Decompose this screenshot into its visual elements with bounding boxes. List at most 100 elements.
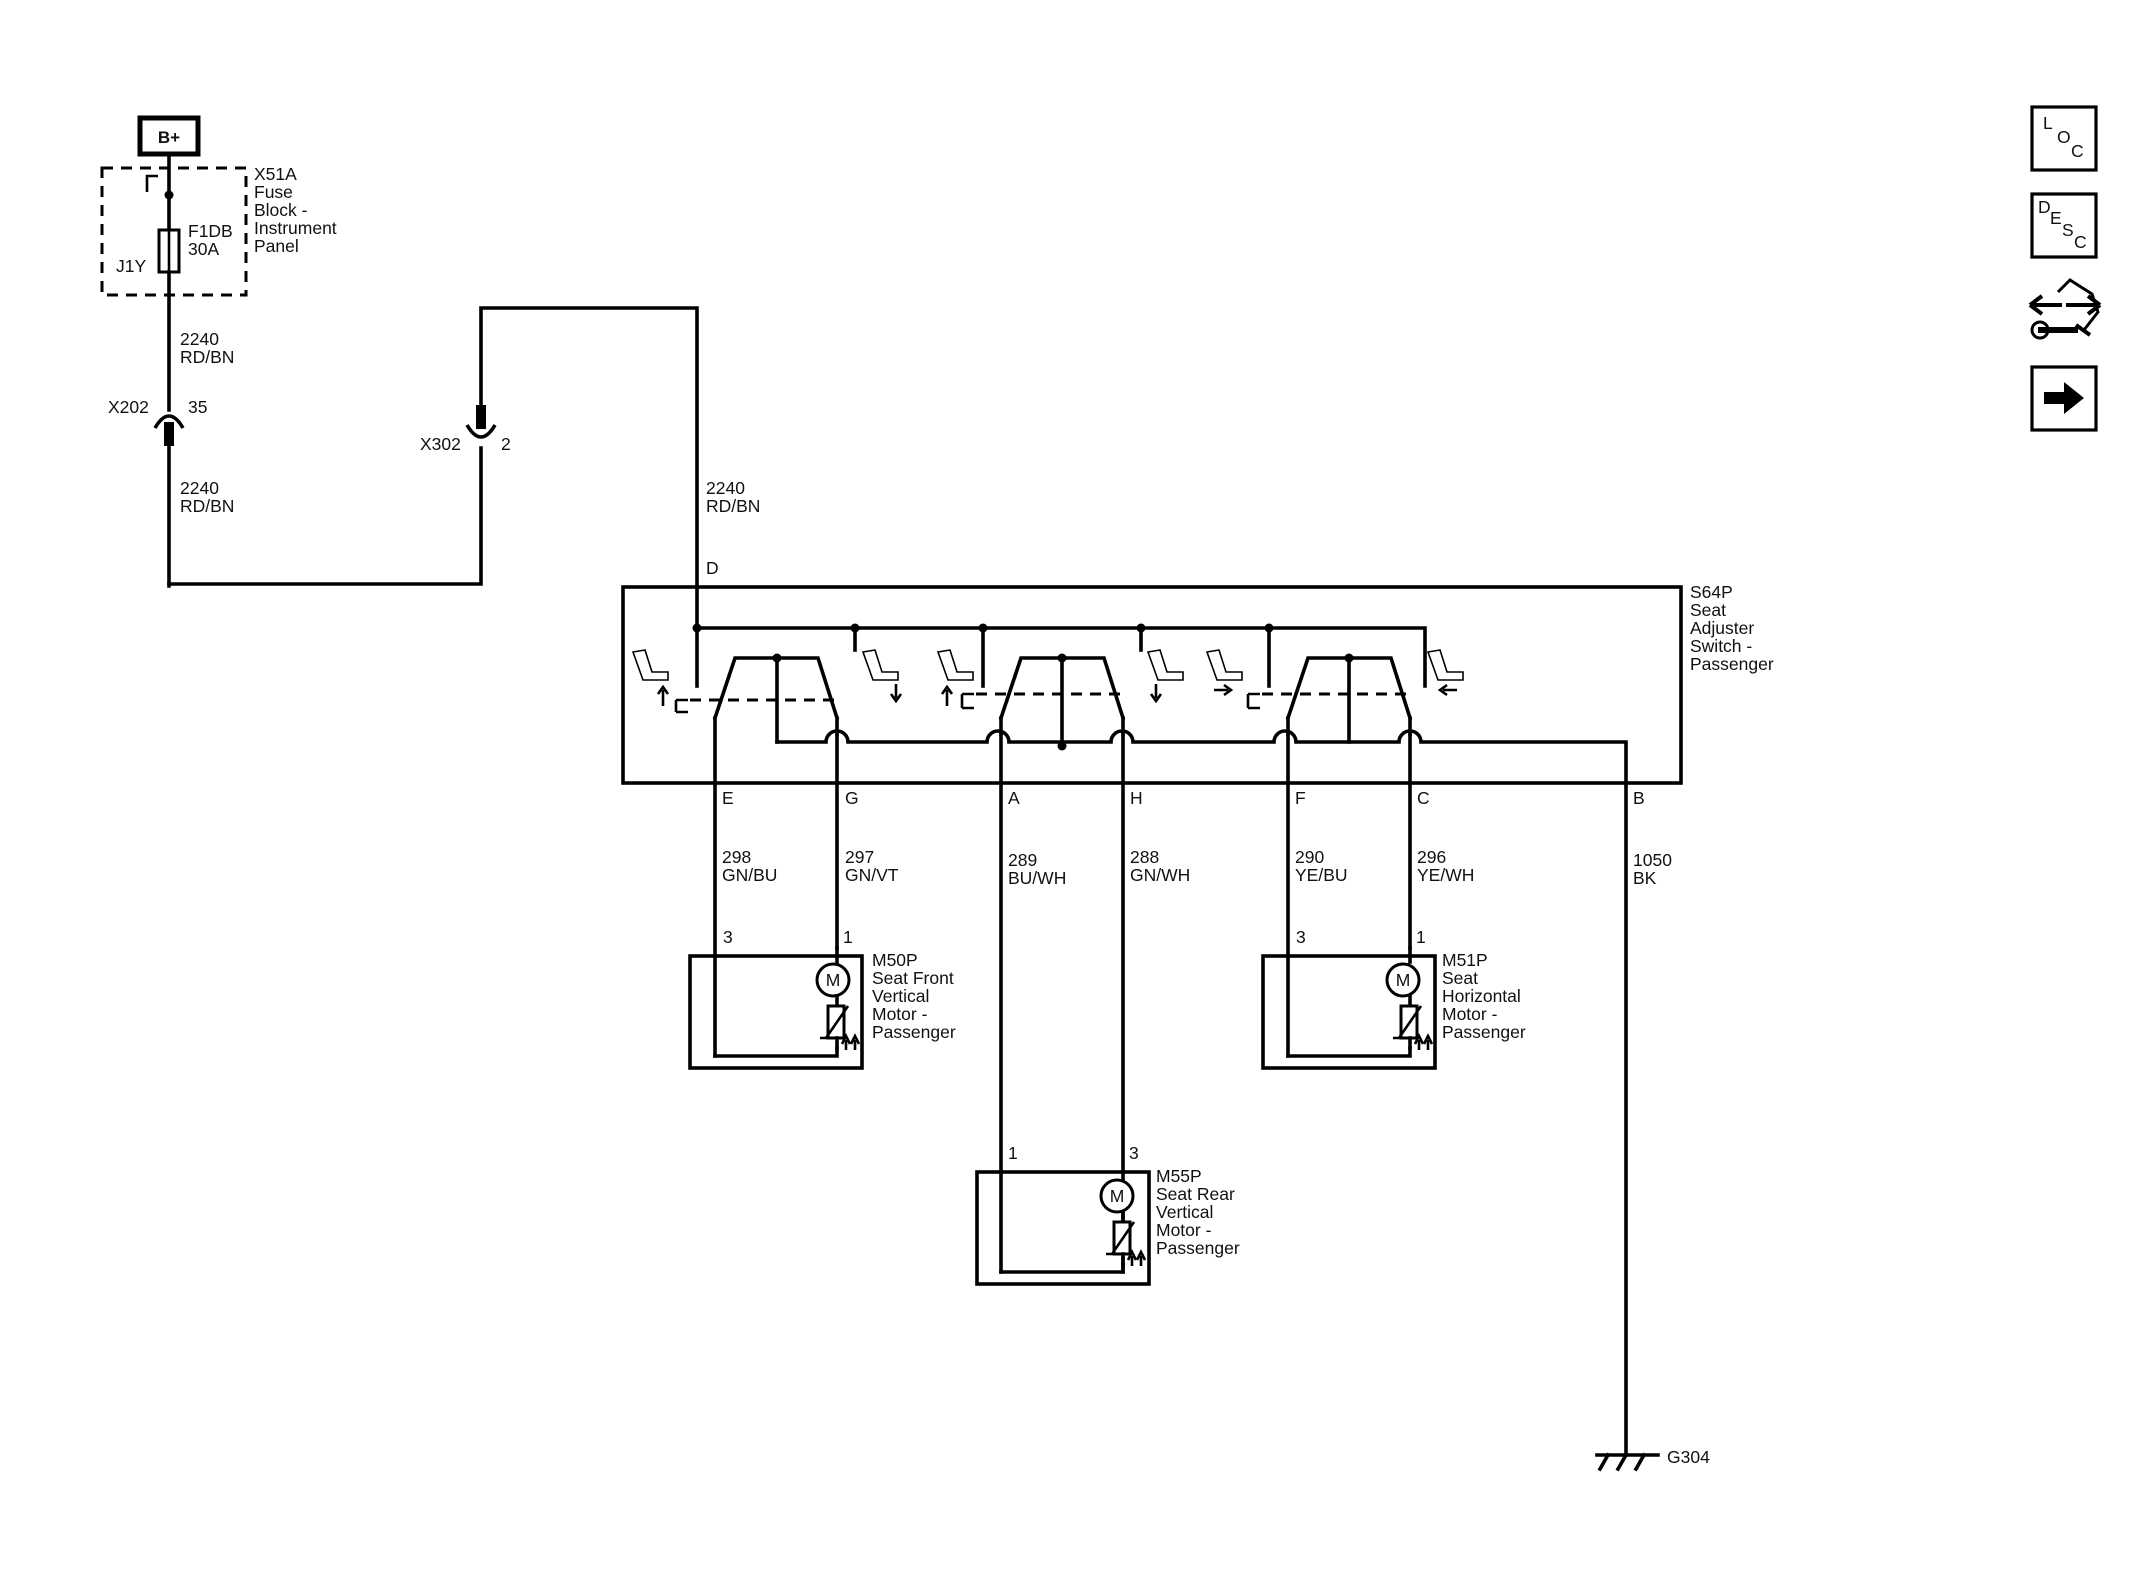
motor-pin-label: 1	[843, 927, 853, 947]
switch-pin-label: C	[1417, 788, 1430, 808]
motor-symbol	[1099, 1178, 1135, 1214]
motor-name-line: Passenger	[1156, 1238, 1240, 1258]
fuse-pin-label: J1Y	[116, 256, 146, 276]
wire-color-label: GN/WH	[1130, 865, 1190, 885]
motor-name-line: Seat	[1442, 968, 1478, 988]
motor-name-line: Motor -	[872, 1004, 928, 1024]
switch-pin-label: A	[1008, 788, 1020, 808]
description-button[interactable]: D E S C	[2030, 192, 2098, 259]
wire-circuit-label: 2240	[180, 329, 219, 349]
motor-symbol-label: M	[826, 970, 841, 990]
connector-id-label: X202	[108, 397, 149, 417]
switch-outline	[621, 585, 1683, 785]
next-page-button[interactable]	[2030, 365, 2098, 432]
switch-id-label: S64P	[1690, 582, 1733, 602]
motor-name-line: Horizontal	[1442, 986, 1521, 1006]
switch-name-line: Switch -	[1690, 636, 1752, 656]
svg-text:C: C	[2071, 141, 2084, 161]
wire-color-label: GN/BU	[722, 865, 777, 885]
motor-name-line: Motor -	[1156, 1220, 1212, 1240]
fuse-block-name-line: Block -	[254, 200, 308, 220]
motor-name-line: Seat Rear	[1156, 1184, 1235, 1204]
seat-adjuster-switch-s64p: S64P Seat Adjuster Switch - Passenger	[621, 582, 1774, 1457]
motor-m50p: M 3 1 M50P Seat Front Vertical Motor - P…	[688, 927, 956, 1070]
svg-text:C: C	[2074, 232, 2087, 252]
connector-id-label: X302	[420, 434, 461, 454]
motor-housing	[1261, 954, 1437, 1070]
fuse-block-id-label: X51A	[254, 164, 297, 184]
motor-housing	[688, 954, 864, 1070]
switch-pin-label: B	[1633, 788, 1645, 808]
location-button[interactable]: L O C	[2030, 105, 2098, 172]
wire-color-label: RD/BN	[706, 496, 760, 516]
motor-id-label: M51P	[1442, 950, 1488, 970]
wire-circuit-label: 2240	[706, 478, 745, 498]
svg-text:L: L	[2043, 113, 2053, 133]
motor-symbol-label: M	[1396, 970, 1411, 990]
wire-color-label: RD/BN	[180, 496, 234, 516]
wire-circuit-label: 297	[845, 847, 874, 867]
seat-rear-up-icon	[936, 649, 974, 706]
motor-name-line: Motor -	[1442, 1004, 1498, 1024]
seat-rearward-icon	[1426, 649, 1464, 697]
wire-circuit-label: 289	[1008, 850, 1037, 870]
wire-circuit-label: 296	[1417, 847, 1446, 867]
wire-circuit-label: 1050	[1633, 850, 1672, 870]
seat-forward-icon	[1205, 649, 1243, 697]
battery-label: B+	[158, 128, 180, 147]
switch-pin-label: G	[845, 788, 859, 808]
switch-name-line: Passenger	[1690, 654, 1774, 674]
motor-housing	[975, 1170, 1151, 1286]
wire-circuit-label: 288	[1130, 847, 1159, 867]
svg-text:D: D	[2038, 197, 2051, 217]
motor-pin-label: 3	[1296, 927, 1306, 947]
motor-m55p: M 1 3 M55P Seat Rear Vertical Motor - Pa…	[975, 1143, 1240, 1286]
wire-color-label: BU/WH	[1008, 868, 1066, 888]
fuse-rating-label: 30A	[188, 239, 219, 259]
fuse-block-name-line: Fuse	[254, 182, 293, 202]
motor-symbol	[815, 962, 851, 998]
desc-icon: D E S C	[2038, 197, 2087, 252]
svg-text:E: E	[2050, 208, 2062, 228]
fuse-block-name-line: Instrument	[254, 218, 337, 238]
battery-power-source: B+	[137, 115, 201, 157]
motor-name-line: Passenger	[872, 1022, 956, 1042]
motor-name-line: Vertical	[872, 986, 929, 1006]
connector-repair-button[interactable]	[2028, 278, 2102, 340]
fuse-block-x51a: F1DB 30A J1Y X51A Fuse Block - Instrumen…	[100, 152, 337, 412]
connector-pin-label: 2	[501, 434, 511, 454]
motor-symbol	[1385, 962, 1421, 998]
motor-pin-label: 3	[723, 927, 733, 947]
motor-m51p: M 3 1 M51P Seat Horizontal Motor - Passe…	[1261, 927, 1526, 1070]
seat-front-down-icon	[861, 649, 903, 704]
seat-front-up-icon	[631, 649, 670, 706]
wire-color-label: GN/VT	[845, 865, 899, 885]
motor-pin-label: 3	[1129, 1143, 1139, 1163]
wire-color-label: YE/WH	[1417, 865, 1474, 885]
switch-name-line: Adjuster	[1690, 618, 1754, 638]
connector-x302: X302 2	[420, 405, 511, 454]
fuse-block-name-line: Panel	[254, 236, 299, 256]
fuse-jumper-symbol	[145, 174, 158, 192]
wire-color-label: BK	[1633, 868, 1657, 888]
motor-id-label: M50P	[872, 950, 918, 970]
motor-pin-label: 1	[1416, 927, 1426, 947]
loc-icon: L O C	[2043, 113, 2084, 161]
switch-pin-label: E	[722, 788, 734, 808]
switch-name-line: Seat	[1690, 600, 1726, 620]
switch-pin-label: F	[1295, 788, 1306, 808]
wire-circuit-label: 290	[1295, 847, 1324, 867]
connector-x202: X202 35	[108, 397, 207, 588]
svg-text:O: O	[2057, 127, 2071, 147]
ground-g304: G304	[1595, 1447, 1710, 1472]
svg-text:S: S	[2062, 220, 2074, 240]
motor-name-line: Seat Front	[872, 968, 954, 988]
switch-pin-label: D	[706, 558, 719, 578]
connector-repair-icon	[2028, 278, 2102, 340]
wire-circuit-label: 298	[722, 847, 751, 867]
arrow-right-icon	[2044, 382, 2084, 414]
switch-pin-label: H	[1130, 788, 1143, 808]
fuse-block-outline	[100, 166, 248, 297]
